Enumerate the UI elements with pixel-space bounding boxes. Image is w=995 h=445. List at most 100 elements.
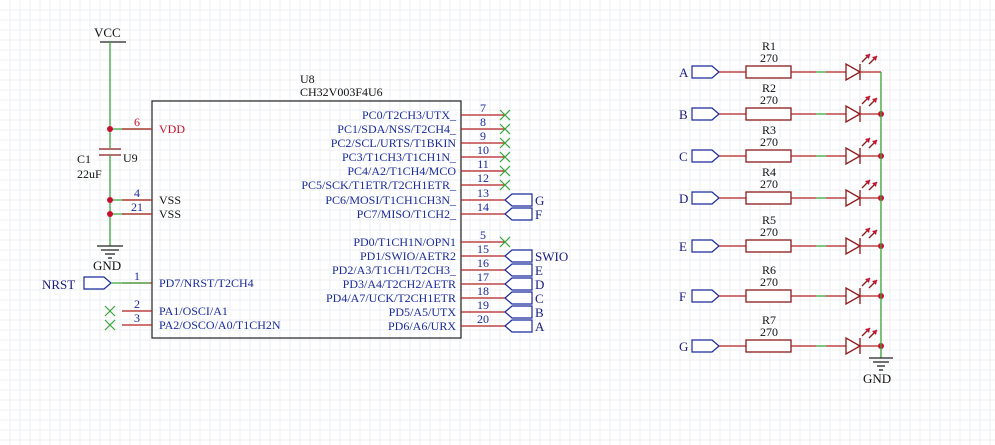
pin-name: PC4/A2/T1CH4/MCO: [347, 164, 456, 178]
net-port: [691, 149, 720, 163]
pin-name: PC5/SCK/T1ETR/T2CH1ETR_: [301, 178, 457, 192]
led-symbol: [845, 236, 862, 256]
resistor-value: 270: [760, 275, 778, 289]
nrst-label: NRST: [42, 277, 75, 292]
net-port: [504, 291, 533, 305]
pin-number: 20: [477, 312, 489, 326]
net-label: A: [535, 319, 545, 334]
pin-name: PC0/T2CH3/UTX_: [362, 108, 457, 122]
pin-number: 4: [134, 186, 140, 200]
led-emission-arrowhead: [865, 228, 870, 233]
pin-number: 5: [480, 228, 486, 242]
net-label: A: [679, 65, 689, 80]
net-port: [691, 191, 720, 205]
net-label: B: [679, 107, 688, 122]
led-symbol: [845, 146, 862, 166]
net-port: [504, 319, 533, 333]
led-symbol: [845, 188, 862, 208]
c1-value: 22uF: [77, 167, 102, 181]
led-emission-arrowhead: [865, 180, 870, 185]
ic-sub-label: U9: [123, 151, 138, 165]
resistor-body: [745, 107, 792, 121]
net-port: [504, 207, 533, 221]
ic-body: [151, 100, 462, 339]
led-gnd-label: GND: [863, 371, 891, 386]
pin-number: 3: [134, 311, 140, 325]
led-emission-arrowhead: [872, 56, 877, 61]
pin-number: 2: [134, 297, 140, 311]
resistor-designator: R5: [762, 213, 776, 227]
led-emission-arrowhead: [872, 280, 877, 285]
pin-number: 9: [480, 129, 486, 143]
power-section: VCC C1 22uF GND: [77, 25, 150, 273]
pin-number: 12: [477, 171, 489, 185]
pin-name: PD4/A7/UCK/T2CH1ETR: [326, 291, 456, 305]
net-label: B: [535, 305, 544, 320]
right-pins: 7PC0/T2CH3/UTX_8PC1/SDA/NSS/T2CH4_9PC2/S…: [301, 101, 511, 333]
led-emission-arrowhead: [872, 140, 877, 145]
pin-name: PD7/NRST/T2CH4: [159, 276, 254, 290]
resistor-value: 270: [760, 325, 778, 339]
led-emission-arrowhead: [872, 98, 877, 103]
resistor-value: 270: [760, 225, 778, 239]
pin-name: VSS: [159, 193, 181, 207]
pin-name: PA2/OSCO/A0/T1CH2N: [159, 318, 281, 332]
led-symbol: [845, 62, 862, 82]
led-emission-arrowhead: [865, 138, 870, 143]
no-connect-mark: [499, 236, 511, 248]
net-label: E: [679, 239, 687, 254]
net-port: [504, 249, 533, 263]
pin-number: 16: [477, 256, 489, 270]
resistor-body: [745, 191, 792, 205]
net-label: F: [535, 207, 542, 222]
pin-name: PD6/A6/URX: [388, 319, 456, 333]
pin-number: 14: [477, 200, 489, 214]
resistor-body: [745, 65, 792, 79]
pin-number: 18: [477, 284, 489, 298]
pin-name: PD0/T1CH1N/OPN1: [353, 235, 456, 249]
no-connect-mark: [499, 151, 511, 163]
ground-symbol: [869, 357, 893, 371]
pin-name: PC3/T1CH3/T1CH1N_: [342, 150, 457, 164]
net-port: [504, 277, 533, 291]
junction: [107, 197, 113, 203]
net-label: E: [535, 263, 543, 278]
resistor-designator: R7: [762, 313, 776, 327]
pin-number: 15: [477, 242, 489, 256]
led-emission-arrowhead: [865, 278, 870, 283]
pin-name: PD1/SWIO/AETR2: [360, 249, 456, 263]
net-label: F: [679, 289, 686, 304]
junction: [107, 126, 113, 132]
resistor-body: [745, 239, 792, 253]
resistor-designator: R2: [762, 81, 776, 95]
no-connect-mark: [499, 123, 511, 135]
pin-name: PD5/A5/UTX: [389, 305, 457, 319]
resistor-designator: R3: [762, 123, 776, 137]
resistor-value: 270: [760, 177, 778, 191]
resistor-designator: R6: [762, 263, 776, 277]
no-connect-mark: [499, 165, 511, 177]
net-port: [691, 239, 720, 253]
pin-number: 13: [477, 186, 489, 200]
led-emission-arrowhead: [865, 54, 870, 59]
net-port: [504, 193, 533, 207]
net-port: [504, 263, 533, 277]
net-port: [691, 339, 720, 353]
c1-designator: C1: [77, 152, 91, 166]
resistor-value: 270: [760, 51, 778, 65]
led-emission-arrowhead: [872, 230, 877, 235]
net-label: D: [535, 277, 544, 292]
no-connect-mark: [104, 319, 116, 331]
net-port: [691, 289, 720, 303]
no-connect-mark: [499, 179, 511, 191]
no-connect-mark: [499, 109, 511, 121]
led-array: AR1270BR2270CR3270DR4270ER5270FR6270GR72…: [679, 39, 884, 356]
pin-name: PC6/MOSI/T1CH1CH3N_: [325, 193, 457, 207]
